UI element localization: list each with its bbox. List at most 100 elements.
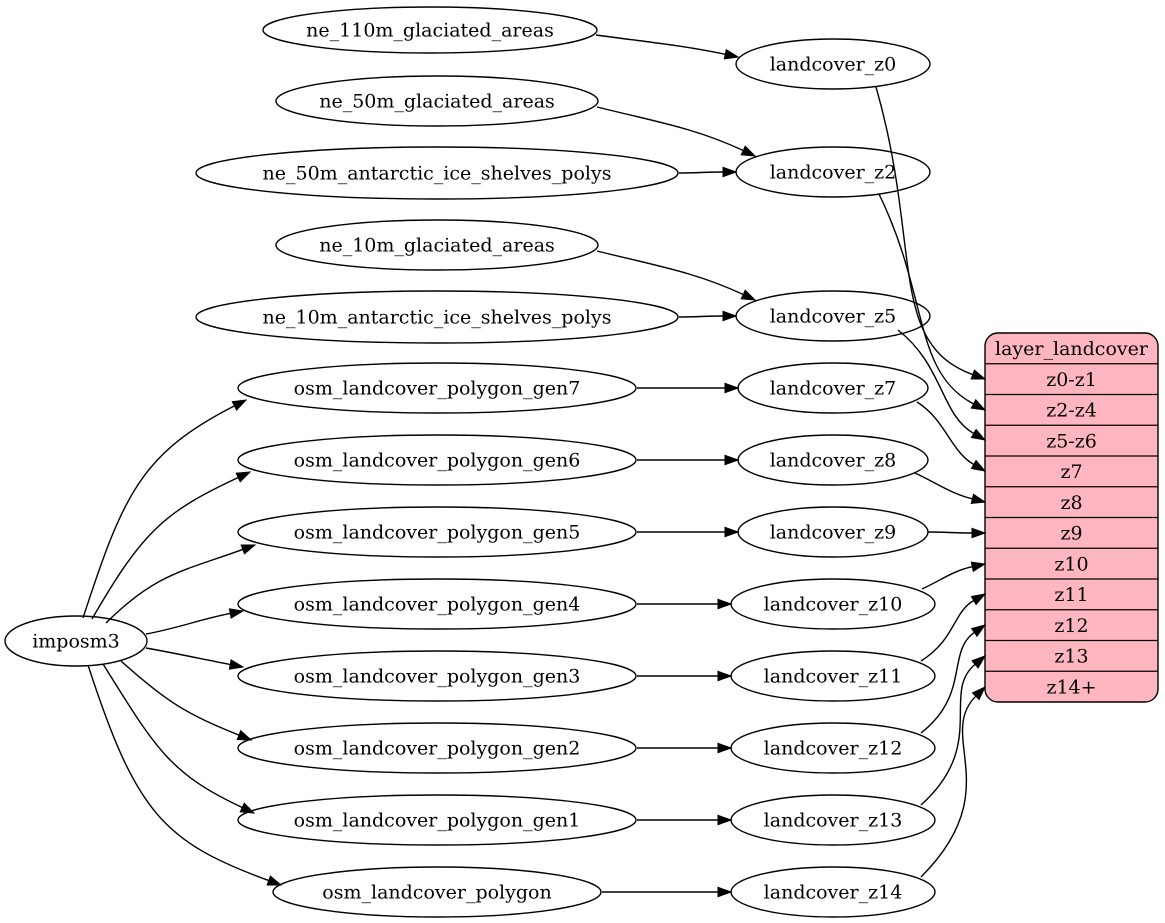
node-label-osm_landcover_polygon_gen1: osm_landcover_polygon_gen1	[294, 810, 581, 832]
arrowhead-ne_50m_glaciated_areas-to-landcover_z2	[740, 145, 757, 157]
edge-ne_50m_glaciated_areas-to-landcover_z2	[596, 106, 744, 152]
arrowhead-osm_landcover_polygon_gen6-to-landcover_z8	[724, 454, 740, 466]
arrowhead-imposm3-to-osm_landcover_polygon_gen5	[240, 544, 257, 555]
node-osm_landcover_polygon	[272, 866, 602, 918]
record-title: layer_landcover	[995, 338, 1149, 360]
node-label-osm_landcover_polygon_gen4: osm_landcover_polygon_gen4	[294, 594, 581, 616]
edge-imposm3-to-osm_landcover_polygon_gen4	[145, 612, 231, 635]
node-label-landcover_z13: landcover_z13	[764, 810, 903, 832]
node-ne_10m_antarctic_ice_shelves_polys	[195, 290, 679, 344]
edge-landcover_z2-to-layer_landcover-z2-z4	[878, 193, 974, 405]
arrowhead-imposm3-to-osm_landcover_polygon_gen7	[231, 399, 248, 411]
edge-landcover_z5-to-layer_landcover-z5-z6	[897, 329, 975, 435]
node-osm_landcover_polygon_gen5	[237, 506, 637, 558]
node-label-landcover_z7: landcover_z7	[770, 378, 897, 400]
edge-imposm3-to-osm_landcover_polygon_gen2	[120, 660, 240, 736]
edge-imposm3-to-osm_landcover_polygon_gen5	[105, 548, 244, 624]
node-label-ne_50m_glaciated_areas: ne_50m_glaciated_areas	[319, 91, 555, 113]
node-ne_50m_antarctic_ice_shelves_polys	[195, 146, 679, 200]
arrowhead-osm_landcover_polygon_gen7-to-landcover_z7	[724, 382, 740, 394]
node-ne_50m_glaciated_areas	[275, 75, 599, 127]
record-row-z10: z10	[1054, 553, 1088, 575]
arrowhead-landcover_z9-to-layer_landcover-z9	[971, 527, 987, 539]
node-label-landcover_z8: landcover_z8	[770, 450, 897, 472]
node-ne_110m_glaciated_areas	[262, 6, 598, 54]
arrowhead-imposm3-to-osm_landcover_polygon	[266, 875, 283, 886]
arrowhead-landcover_z11-to-layer_landcover-z11	[970, 593, 987, 606]
node-label-ne_10m_antarctic_ice_shelves_polys: ne_10m_antarctic_ice_shelves_polys	[263, 307, 612, 329]
edge-imposm3-to-osm_landcover_polygon_gen1	[102, 663, 243, 809]
edge-landcover_z13-to-layer_landcover-z13	[920, 663, 976, 806]
node-osm_landcover_polygon_gen1	[237, 794, 637, 846]
arrowhead-imposm3-to-osm_landcover_polygon_gen6	[235, 471, 252, 483]
node-label-ne_110m_glaciated_areas: ne_110m_glaciated_areas	[306, 20, 554, 42]
arrowhead-landcover_z13-to-layer_landcover-z13	[971, 655, 987, 669]
record-row-z5-z6: z5-z6	[1046, 430, 1097, 452]
arrowhead-imposm3-to-osm_landcover_polygon_gen4	[228, 608, 245, 619]
node-landcover_z0	[735, 38, 931, 90]
arrowhead-osm_landcover_polygon_gen4-to-landcover_z10	[717, 598, 733, 610]
arrowhead-landcover_z2-to-layer_landcover-z2-z4	[970, 398, 987, 411]
arrowhead-osm_landcover_polygon_gen3-to-landcover_z11	[717, 670, 733, 682]
arrowhead-ne_10m_antarctic_ice_shelves_polys-to-landcover_z5	[722, 310, 738, 322]
node-label-ne_50m_antarctic_ice_shelves_polys: ne_50m_antarctic_ice_shelves_polys	[263, 163, 612, 185]
node-label-landcover_z0: landcover_z0	[770, 54, 897, 76]
edge-imposm3-to-osm_landcover_polygon_gen6	[91, 476, 239, 620]
arrowhead-osm_landcover_polygon_gen1-to-landcover_z13	[717, 814, 733, 826]
node-label-landcover_z9: landcover_z9	[770, 522, 897, 544]
arrowhead-landcover_z0-to-layer_landcover-z0-z1	[970, 369, 987, 380]
edge-imposm3-to-osm_landcover_polygon	[87, 664, 270, 882]
arrowhead-imposm3-to-osm_landcover_polygon_gen3	[228, 659, 245, 670]
arrowhead-landcover_z14-to-layer_landcover-z14+	[971, 685, 987, 701]
node-label-osm_landcover_polygon_gen6: osm_landcover_polygon_gen6	[294, 450, 581, 472]
arrowhead-imposm3-to-osm_landcover_polygon_gen1	[239, 802, 256, 814]
record-row-z14+: z14+	[1046, 676, 1096, 698]
arrowhead-osm_landcover_polygon_gen5-to-landcover_z9	[724, 526, 740, 538]
arrowhead-osm_landcover_polygon-to-landcover_z14	[717, 886, 733, 898]
node-osm_landcover_polygon_gen7	[237, 362, 637, 414]
node-label-landcover_z12: landcover_z12	[764, 738, 903, 760]
edge-ne_10m_glaciated_areas-to-landcover_z5	[596, 250, 744, 296]
edge-imposm3-to-osm_landcover_polygon_gen3	[145, 647, 231, 666]
record-row-z0-z1: z0-z1	[1046, 369, 1097, 391]
node-label-imposm3: imposm3	[32, 631, 120, 653]
edge-ne_10m_antarctic_ice_shelves_polys-to-landcover_z5	[678, 315, 724, 318]
record-row-z2-z4: z2-z4	[1046, 400, 1097, 422]
node-osm_landcover_polygon_gen2	[237, 722, 637, 774]
node-label-osm_landcover_polygon_gen5: osm_landcover_polygon_gen5	[294, 522, 581, 544]
node-osm_landcover_polygon_gen4	[237, 578, 637, 630]
arrowhead-landcover_z5-to-layer_landcover-z5-z6	[970, 428, 987, 441]
node-label-osm_landcover_polygon_gen2: osm_landcover_polygon_gen2	[294, 738, 581, 760]
node-label-landcover_z10: landcover_z10	[764, 594, 903, 616]
record-row-z9: z9	[1060, 523, 1082, 545]
arrowhead-landcover_z10-to-layer_landcover-z10	[970, 561, 987, 573]
edge-landcover_z8-to-layer_landcover-z8	[914, 472, 973, 500]
node-label-osm_landcover_polygon_gen7: osm_landcover_polygon_gen7	[294, 378, 581, 400]
record-row-z7: z7	[1060, 461, 1082, 483]
node-label-osm_landcover_polygon_gen3: osm_landcover_polygon_gen3	[294, 666, 581, 688]
edge-landcover_z14-to-layer_landcover-z14+	[920, 695, 977, 878]
arrowhead-ne_10m_glaciated_areas-to-landcover_z5	[740, 289, 757, 301]
node-osm_landcover_polygon_gen6	[237, 434, 637, 486]
node-osm_landcover_polygon_gen3	[237, 650, 637, 702]
edge-landcover_z12-to-layer_landcover-z12	[920, 631, 975, 734]
record-row-z13: z13	[1054, 646, 1088, 668]
arrowhead-landcover_z12-to-layer_landcover-z12	[970, 624, 987, 638]
record-row-z11: z11	[1054, 584, 1088, 606]
edge-ne_110m_glaciated_areas-to-landcover_z0	[595, 34, 726, 55]
edge-ne_50m_antarctic_ice_shelves_polys-to-landcover_z2	[678, 171, 724, 174]
edge-landcover_z11-to-layer_landcover-z11	[920, 599, 975, 662]
node-label-landcover_z11: landcover_z11	[764, 666, 903, 688]
arrowhead-ne_50m_antarctic_ice_shelves_polys-to-landcover_z2	[722, 166, 738, 178]
arrowhead-imposm3-to-osm_landcover_polygon_gen2	[236, 729, 253, 741]
edge-imposm3-to-osm_landcover_polygon_gen7	[82, 405, 235, 619]
arrowhead-landcover_z7-to-layer_landcover-z7	[970, 459, 987, 472]
node-label-ne_10m_glaciated_areas: ne_10m_glaciated_areas	[319, 235, 555, 257]
node-imposm3	[4, 615, 148, 667]
record-row-z8: z8	[1060, 492, 1082, 514]
edge-landcover_z9-to-layer_landcover-z9	[927, 531, 973, 534]
node-label-landcover_z2: landcover_z2	[770, 162, 897, 184]
record-row-z12: z12	[1054, 615, 1088, 637]
arrowhead-osm_landcover_polygon_gen2-to-landcover_z12	[717, 742, 733, 754]
